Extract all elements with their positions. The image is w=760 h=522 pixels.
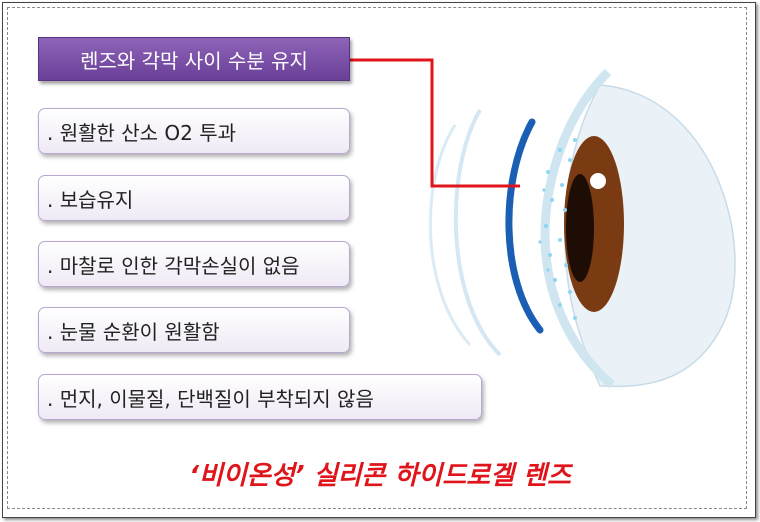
title-box: 렌즈와 각막 사이 수분 유지 [38, 37, 350, 81]
list-item-label: . 눈물 순환이 원활함 [47, 319, 220, 344]
list-item-label: . 먼지, 이물질, 단백질이 부착되지 않음 [47, 386, 374, 411]
moisture-dots [538, 138, 577, 320]
list-item: . 눈물 순환이 원활함 [38, 307, 350, 353]
list-item-label: . 보습유지 [47, 187, 134, 212]
list-item: . 원활한 산소 O2 투과 [38, 108, 350, 154]
contact-lens [505, 118, 544, 334]
cornea [540, 68, 615, 389]
eye-highlight [590, 173, 606, 189]
tear-film-arc-middle [453, 108, 502, 357]
pupil [566, 174, 594, 282]
inner-dashed-frame [7, 7, 747, 509]
list-item: . 보습유지 [38, 175, 350, 221]
connector-line [350, 58, 520, 188]
list-item-label: . 원활한 산소 O2 투과 [47, 120, 237, 145]
list-item-label: . 마찰로 인한 각막손실이 없음 [47, 253, 300, 278]
list-item: . 마찰로 인한 각막손실이 없음 [38, 241, 350, 287]
title-box-label: 렌즈와 각막 사이 수분 유지 [80, 48, 308, 73]
caption: ‘비이온성’ 실리콘 하이드로겔 렌즈 [189, 461, 571, 491]
list-item: . 먼지, 이물질, 단백질이 부착되지 않음 [38, 374, 482, 420]
tear-film-arc-outer [428, 124, 472, 347]
